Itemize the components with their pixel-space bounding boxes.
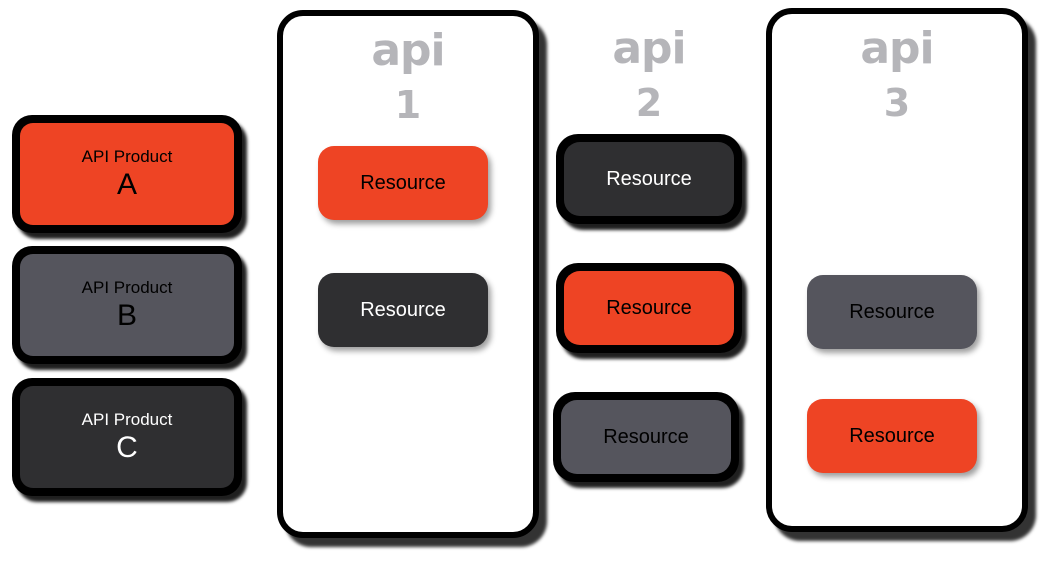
api-3-resource-gray: Resource [807, 275, 977, 349]
api-product-b-inner: API Product B [20, 254, 234, 356]
api-2-resource-orange-outline: Resource [556, 263, 742, 353]
api-2-resource-gray: Resource [561, 400, 731, 474]
api-2-label: api 2 [556, 23, 742, 125]
api-2-word: api [612, 23, 686, 74]
api-product-a-box: API Product A [12, 115, 242, 233]
api-product-c-inner: API Product C [20, 386, 234, 488]
api-3-word: api [860, 23, 934, 74]
api-3-number: 3 [883, 81, 911, 125]
api-1-resource-orange: Resource [318, 146, 488, 220]
api-product-c-label: API Product [81, 410, 173, 429]
api-product-b-label: API Product [81, 278, 173, 297]
api-product-c-letter: C [116, 431, 138, 464]
api-1-label: api 1 [283, 25, 533, 127]
api-product-c-box: API Product C [12, 378, 242, 496]
api-product-b-letter: B [116, 299, 137, 332]
api-1-resource-dark: Resource [318, 273, 488, 347]
api-product-a-letter: A [116, 168, 137, 201]
api-product-a-inner: API Product A [20, 123, 234, 225]
api-3-resource-orange: Resource [807, 399, 977, 473]
api-3-label: api 3 [772, 23, 1022, 125]
api-1-word: api [371, 25, 445, 76]
api-1-container: api 1 Resource Resource [277, 10, 539, 538]
api-2-number: 2 [635, 81, 663, 125]
api-product-a-label: API Product [81, 147, 173, 166]
api-product-b-box: API Product B [12, 246, 242, 364]
api-3-container: api 3 Resource Resource [766, 8, 1028, 532]
api-1-number: 1 [394, 83, 422, 127]
api-2-resource-gray-outline: Resource [553, 392, 739, 482]
api-2-resource-orange: Resource [564, 271, 734, 345]
api-2-resource-dark-outline: Resource [556, 134, 742, 224]
api-2-resource-dark: Resource [564, 142, 734, 216]
